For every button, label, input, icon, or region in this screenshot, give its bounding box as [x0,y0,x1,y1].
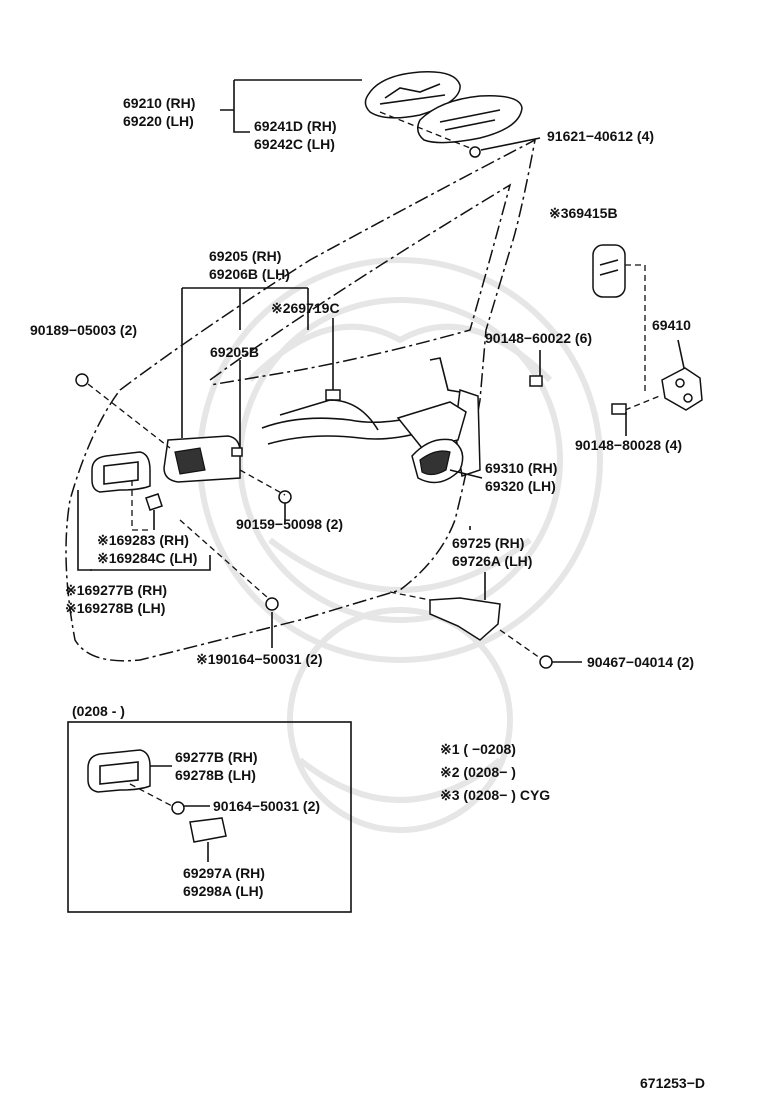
clip-90467 [539,655,582,669]
label-90148-80028: 90148−80028 (4) [575,437,682,453]
outside-handle-part [364,71,461,119]
label-90467: 90467−04014 (2) [587,654,694,670]
inset-box [67,721,352,913]
label-69410: 69410 [652,317,691,333]
striker-part [661,339,703,411]
dash-69283 [131,480,152,531]
clip-69205b [231,447,243,457]
footnote-1: ※1 ( −0208) [440,741,516,757]
screw-190164 [265,597,279,611]
label-inset-range: (0208 - ) [72,703,125,719]
leader-169277b [77,490,92,571]
label-69278b: 69278B (LH) [175,767,256,783]
leader-69310 [449,469,483,479]
striker-screw-dash [624,394,663,411]
watermark-emblem [197,257,603,833]
label-69284c: ※169284C (LH) [97,550,197,566]
label-69277b: 69277B (RH) [175,749,257,765]
dash-90189 [87,383,171,449]
bolt-90189 [75,373,89,387]
label-69241d: 69241D (RH) [254,118,336,134]
label-69726a: 69726A (LH) [452,553,532,569]
screw-90159 [278,490,292,504]
label-69220: 69220 (LH) [123,113,194,129]
inside-handle-part [163,435,241,483]
handle-frame-part [417,95,523,144]
door-lock-part [396,388,481,484]
label-69415b: ※369415B [549,205,618,221]
label-69297a: 69297A (RH) [183,865,265,881]
control-rods [261,357,461,445]
label-90189: 90189−05003 (2) [30,322,137,338]
leader-69205 [181,287,309,438]
diagram-code: 671253−D [640,1075,705,1091]
inset-dash [129,783,173,807]
leader-69284c [90,555,211,571]
inset-screw [171,801,210,815]
label-69206b: 69206B (LH) [209,266,290,282]
screw-90148-80028 [611,403,627,436]
label-69205: 69205 (RH) [209,248,281,264]
lock-bracket-part [429,572,501,641]
label-69320: 69320 (LH) [485,478,556,494]
label-69719c: ※269719C [271,300,340,316]
label-69725: 69725 (RH) [452,535,524,551]
label-169278b: ※169278B (LH) [65,600,165,616]
label-69210: 69210 (RH) [123,95,195,111]
door-outline [65,138,537,662]
inset-bezel-part [87,749,151,793]
dash-90467 [499,629,541,659]
inset-cap-part [189,817,227,862]
clip-69283 [145,493,163,511]
bolt-91621 [469,137,541,158]
part-labels: 69210 (RH) 69220 (LH) 69241D (RH) 69242C… [30,95,705,1091]
striker-cover-part [592,244,626,298]
label-69310: 69310 (RH) [485,460,557,476]
handle-bezel-part [91,451,151,493]
label-90164: 90164−50031 (2) [213,798,320,814]
screw-90148-60022 [529,350,543,387]
footnote-3: ※3 (0208− ) CYG [440,787,550,803]
label-69205b: 69205B [210,344,259,360]
label-90159: 90159−50098 (2) [236,516,343,532]
label-69298a: 69298A (LH) [183,883,263,899]
label-69242c: 69242C (LH) [254,136,335,152]
leader-69210 [220,79,362,133]
label-190164: ※190164−50031 (2) [196,651,323,667]
striker-dash [625,264,646,392]
label-90148-60022: 90148−60022 (6) [485,330,592,346]
dash-69725 [389,591,431,601]
handle-dash-line [379,111,476,151]
footnote-2: ※2 (0208− ) [440,764,516,780]
label-169277b: ※169277B (RH) [65,582,167,598]
dash-90159 [239,469,286,496]
label-91621: 91621−40612 (4) [547,128,654,144]
label-69283: ※169283 (RH) [97,532,189,548]
